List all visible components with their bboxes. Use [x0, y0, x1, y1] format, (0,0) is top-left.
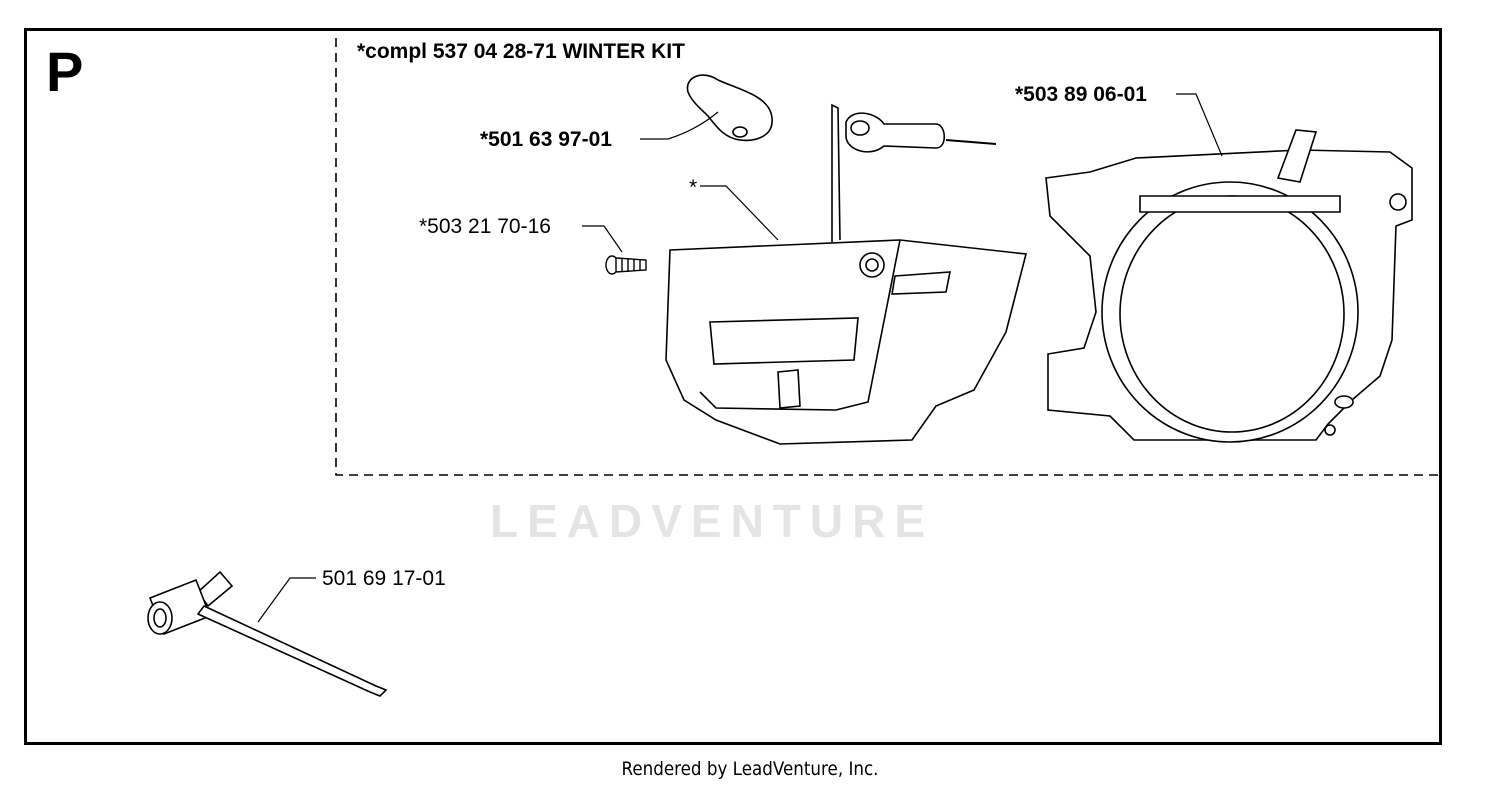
part-label-wrench[interactable]: 501 69 17-01: [322, 567, 446, 590]
plug-drawing: [686, 74, 773, 142]
footer-credit: Rendered by LeadVenture, Inc.: [621, 758, 879, 780]
cover-drawing: [665, 103, 1028, 445]
housing-drawing: [1045, 129, 1413, 443]
part-label-cover[interactable]: *: [689, 176, 698, 199]
wrench-drawing: [147, 570, 388, 697]
diagram-frame: [24, 28, 1442, 745]
part-label-plug[interactable]: *501 63 97-01: [480, 128, 612, 151]
part-label-housing[interactable]: *503 89 06-01: [1015, 83, 1147, 106]
kit-boundary: [335, 38, 1440, 476]
wrench-leader: [257, 577, 316, 623]
watermark-text: LEADVENTURE: [490, 495, 935, 547]
screw-leader: [582, 225, 623, 253]
kit-title: *compl 537 04 28-71 WINTER KIT: [357, 40, 685, 63]
section-letter: P: [46, 40, 84, 103]
cover-leader: [700, 185, 779, 241]
screw-drawing: [605, 255, 647, 275]
housing-leader: [1176, 93, 1223, 157]
plug-leader: [640, 111, 719, 140]
part-label-screw[interactable]: *503 21 70-16: [419, 215, 551, 238]
key-tool-drawing: [845, 112, 997, 153]
